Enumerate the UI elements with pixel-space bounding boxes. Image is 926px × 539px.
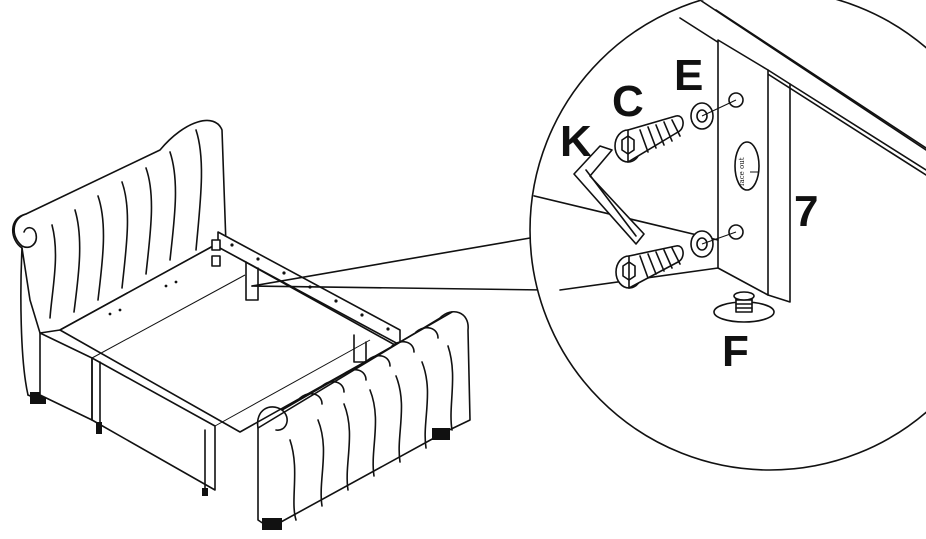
headboard-tufts: [49, 129, 203, 319]
footboard-tufts: [289, 326, 454, 521]
callout-lines: [251, 237, 546, 291]
label-step-number: 7: [794, 187, 818, 236]
label-c: C: [612, 77, 644, 126]
foot-glide-f: [713, 291, 775, 323]
base-holes: [108, 280, 178, 316]
face-out-bracket: [734, 141, 760, 191]
rail-bolt-holes: [230, 243, 390, 331]
headboard-bracket-lower: [211, 255, 221, 267]
center-leg: [96, 422, 102, 434]
face-out-text: face out: [738, 157, 746, 186]
label-e: E: [674, 51, 703, 100]
bolt-c-upper: [614, 115, 684, 163]
label-f: F: [722, 327, 749, 376]
bed-frame: [11, 119, 471, 530]
detail-magnifier: face out: [529, 0, 926, 471]
front-leg: [202, 488, 208, 496]
footboard: [257, 310, 471, 529]
headboard-bracket-upper: [211, 239, 221, 251]
label-k: K: [560, 117, 592, 166]
side-rail-left: [39, 332, 93, 421]
headboard-scroll: [13, 213, 38, 249]
footboard-leg-left: [262, 518, 282, 530]
bolt-c-lower: [615, 245, 684, 289]
footboard-leg-right: [432, 428, 450, 440]
